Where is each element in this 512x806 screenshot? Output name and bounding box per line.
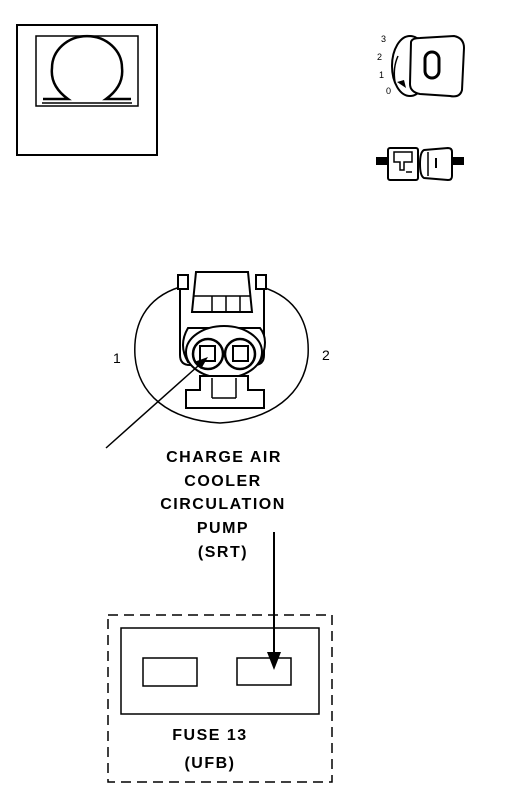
connector-label-line-5: (SRT) (198, 544, 248, 561)
ignition-position-0: 0 (386, 86, 391, 96)
connector-label-line-1: CHARGE AIR (166, 449, 282, 466)
fuse-arrow (267, 532, 281, 670)
fuse-label-line-1: FUSE 13 (172, 727, 247, 744)
connector-label-line-2: COOLER (184, 473, 261, 490)
pump-connector (134, 271, 309, 424)
connector-label: CHARGE AIR COOLER CIRCULATION PUMP (SRT) (160, 449, 286, 561)
ignition-position-2: 2 (377, 52, 382, 62)
ignition-position-1: 1 (379, 70, 384, 80)
ignition-position-3: 3 (381, 34, 386, 44)
connector-label-line-4: PUMP (197, 520, 249, 537)
fuse-block: FUSE 13 (UFB) (107, 614, 333, 783)
connector-label-line-3: CIRCULATION (160, 496, 286, 513)
fuse-label-line-2: (UFB) (184, 755, 235, 772)
pin-1-label: 1 (113, 350, 121, 366)
ohmmeter-icon (16, 24, 158, 156)
pin-2-label: 2 (322, 347, 330, 363)
ignition-key-icon: 3 2 1 0 (377, 34, 466, 98)
pin-arrow (105, 357, 208, 449)
connector-disconnect-icon (376, 146, 464, 182)
